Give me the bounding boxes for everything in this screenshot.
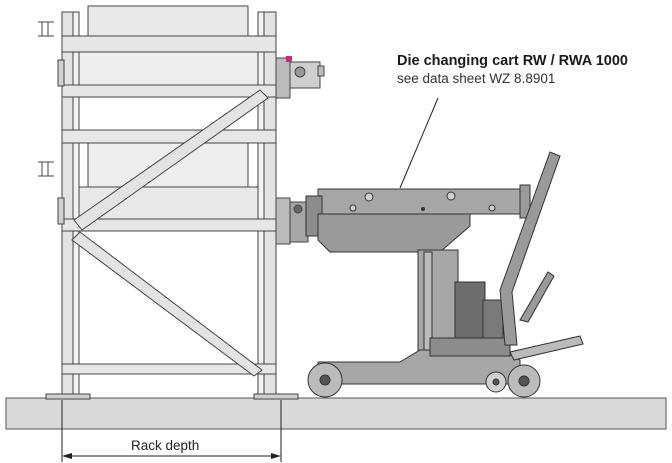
rack-hook-top [38, 21, 54, 37]
rack-depth-label: Rack depth [131, 438, 200, 453]
callout-subtitle: see data sheet WZ 8.8901 [397, 71, 556, 86]
rack-upright-right [263, 11, 277, 398]
die-changing-cart [305, 151, 584, 398]
rack-hook-middle [38, 161, 54, 177]
callout-title: Die changing cart RW / RWA 1000 [397, 53, 628, 69]
stored-die-top [87, 5, 249, 37]
cart-motor [454, 281, 486, 343]
rack-stop-block [275, 57, 291, 99]
cart-lift-body [317, 213, 471, 253]
cart-push-handle [499, 151, 561, 346]
cart-pedal [509, 335, 584, 361]
floor-slab [5, 397, 667, 430]
callout-leader-line [399, 97, 439, 189]
rack-depth-dimension [61, 400, 282, 462]
storage-rack [38, 5, 325, 400]
